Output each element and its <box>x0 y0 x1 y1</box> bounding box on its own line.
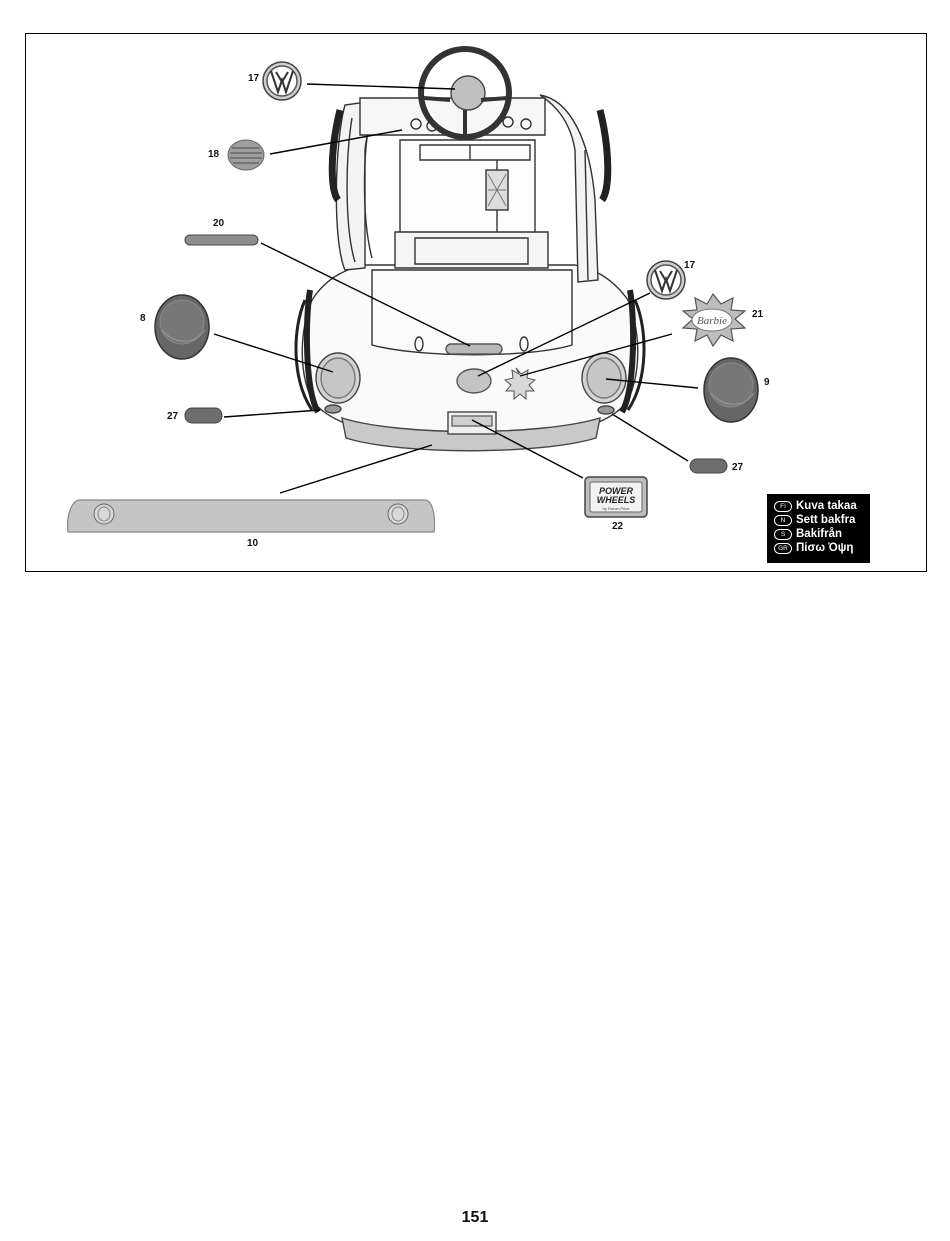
callout-27-right: 27 <box>732 462 744 473</box>
language-code-badge: GR <box>774 542 792 554</box>
language-code-badge: FI <box>774 500 792 512</box>
car-illustration <box>294 46 646 452</box>
diagram-frame <box>25 33 927 572</box>
right-reflector-decal <box>689 458 728 474</box>
legend-row-fi: FI Kuva takaa <box>774 499 870 513</box>
leader-lines <box>213 83 699 494</box>
callout-9: 9 <box>764 377 770 388</box>
callout-18: 18 <box>208 149 220 160</box>
right-tail-light-lens <box>703 357 759 423</box>
power-wheels-badge: POWER WHEELS by Fisher-Price <box>584 476 648 518</box>
callout-10: 10 <box>247 538 259 549</box>
callout-27-left: 27 <box>167 411 179 422</box>
callout-21: 21 <box>752 309 764 320</box>
legend-label: Sett bakfra <box>796 514 856 526</box>
legend-row-n: N Sett bakfra <box>774 513 870 527</box>
legend-label: Bakifrån <box>796 528 843 540</box>
bumper-decal <box>67 499 436 533</box>
vw-emblem-icon <box>262 61 302 101</box>
callout-20: 20 <box>213 218 225 229</box>
legend-row-s: S Bakifrån <box>774 527 870 541</box>
language-legend: FI Kuva takaa N Sett bakfra S Bakifrån G… <box>767 494 870 563</box>
callout-22: 22 <box>612 521 624 532</box>
badge-power-text: POWER <box>599 486 634 496</box>
left-reflector-decal <box>184 407 223 424</box>
badge-wheels-text: WHEELS <box>597 495 636 505</box>
badge-fisher-price-text: by Fisher-Price <box>603 506 631 511</box>
trunk-bar-decal <box>184 234 259 246</box>
legend-label: Kuva takaa <box>796 500 857 512</box>
callout-8: 8 <box>140 313 146 324</box>
language-code-badge: S <box>774 528 792 540</box>
barbie-flower-decal: Barbie <box>681 292 747 348</box>
legend-row-gr: GR Πίσω Όψη <box>774 541 870 555</box>
speaker-grille-icon <box>227 139 265 171</box>
vw-emblem-icon <box>646 260 686 300</box>
left-tail-light-lens <box>154 294 210 360</box>
callout-17-rear: 17 <box>684 260 696 271</box>
callout-17-steering: 17 <box>248 73 260 84</box>
barbie-logo-text: Barbie <box>697 315 727 327</box>
legend-label: Πίσω Όψη <box>796 542 854 554</box>
page-number: 151 <box>461 1209 489 1226</box>
language-code-badge: N <box>774 514 792 526</box>
